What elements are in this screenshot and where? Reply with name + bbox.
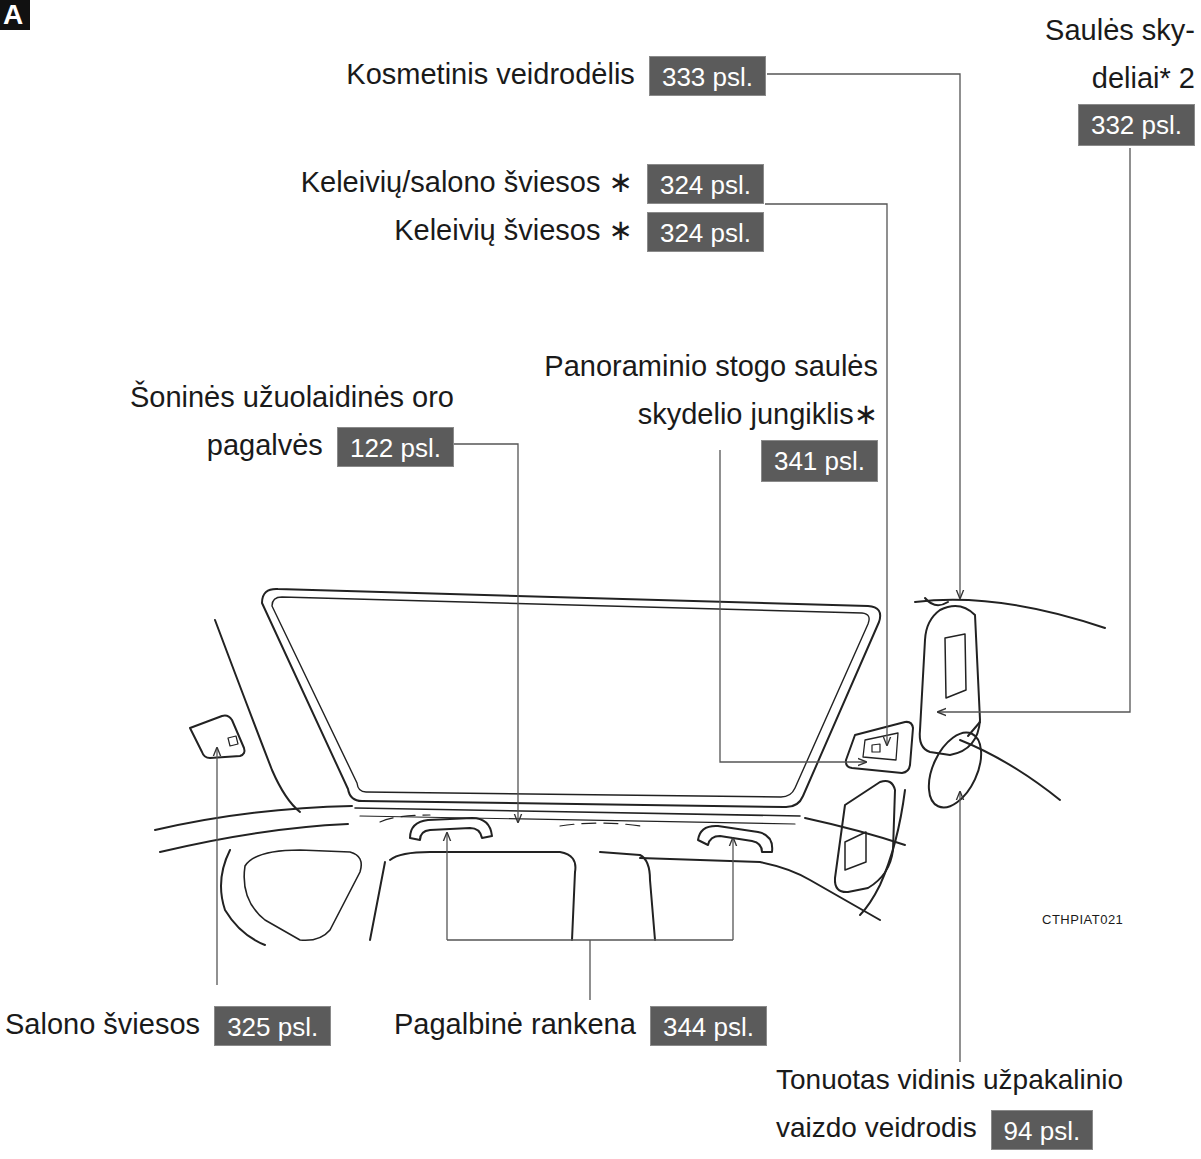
section-letter: A (3, 0, 23, 30)
page-ref-badge: 122 psl. (337, 427, 454, 467)
page-ref-text: 344 psl. (663, 1012, 754, 1042)
page-ref-badge: 341 psl. (761, 440, 878, 482)
callout-group: Šoninės užuolaidinės oro pagalvės 122 ps… (52, 373, 454, 469)
part-label: Salono šviesos (5, 1008, 200, 1040)
part-label: Pagalbinė rankena (394, 1008, 636, 1040)
part-label: Kosmetinis veidrodėlis (346, 58, 635, 90)
callout-group: CTHPIAT021 (1042, 906, 1123, 928)
page-ref-text: 324 psl. (660, 218, 751, 248)
callout-group: Tonuotas vidinis užpakalinio vaizdo veid… (776, 1056, 1194, 1152)
callout-group: Saulės sky- deliai* 2 332 psl. (1005, 6, 1195, 146)
page-ref-badge: 94 psl. (991, 1110, 1094, 1150)
page-ref-text: 94 psl. (1004, 1116, 1081, 1146)
section-tab: A (0, 0, 30, 30)
page-ref-badge: 324 psl. (647, 212, 764, 252)
part-label: Keleivių šviesos ∗ (394, 214, 633, 246)
callout-group: Keleivių/salono šviesos ∗ 324 psl. (301, 158, 764, 206)
page-ref-badge: 344 psl. (650, 1006, 767, 1046)
page-ref-text: 333 psl. (662, 62, 753, 92)
page-ref-badge: 324 psl. (647, 164, 764, 204)
part-label: Saulės sky- deliai* 2 (1045, 14, 1195, 94)
callout-group: Kosmetinis veidrodėlis 333 psl. (346, 50, 766, 98)
page-ref-badge: 325 psl. (214, 1006, 331, 1046)
callout-group: Salono šviesos 325 psl. (5, 1000, 331, 1048)
callout-group: Panoraminio stogo saulės skydelio jungik… (478, 342, 878, 482)
page-ref-text: 341 psl. (774, 446, 865, 476)
page-ref-text: 122 psl. (350, 433, 441, 463)
callout-group: Keleivių šviesos ∗ 324 psl. (394, 206, 764, 254)
callout-group: Pagalbinė rankena 344 psl. (394, 1000, 767, 1048)
page-ref-text: 324 psl. (660, 170, 751, 200)
page-ref-badge: 333 psl. (649, 56, 766, 96)
part-label: Keleivių/salono šviesos ∗ (301, 166, 633, 198)
page-ref-badge: 332 psl. (1078, 104, 1195, 146)
page-ref-text: 332 psl. (1091, 110, 1182, 140)
part-label: Panoraminio stogo saulės skydelio jungik… (544, 350, 878, 430)
part-label: CTHPIAT021 (1042, 912, 1123, 927)
page-ref-text: 325 psl. (227, 1012, 318, 1042)
